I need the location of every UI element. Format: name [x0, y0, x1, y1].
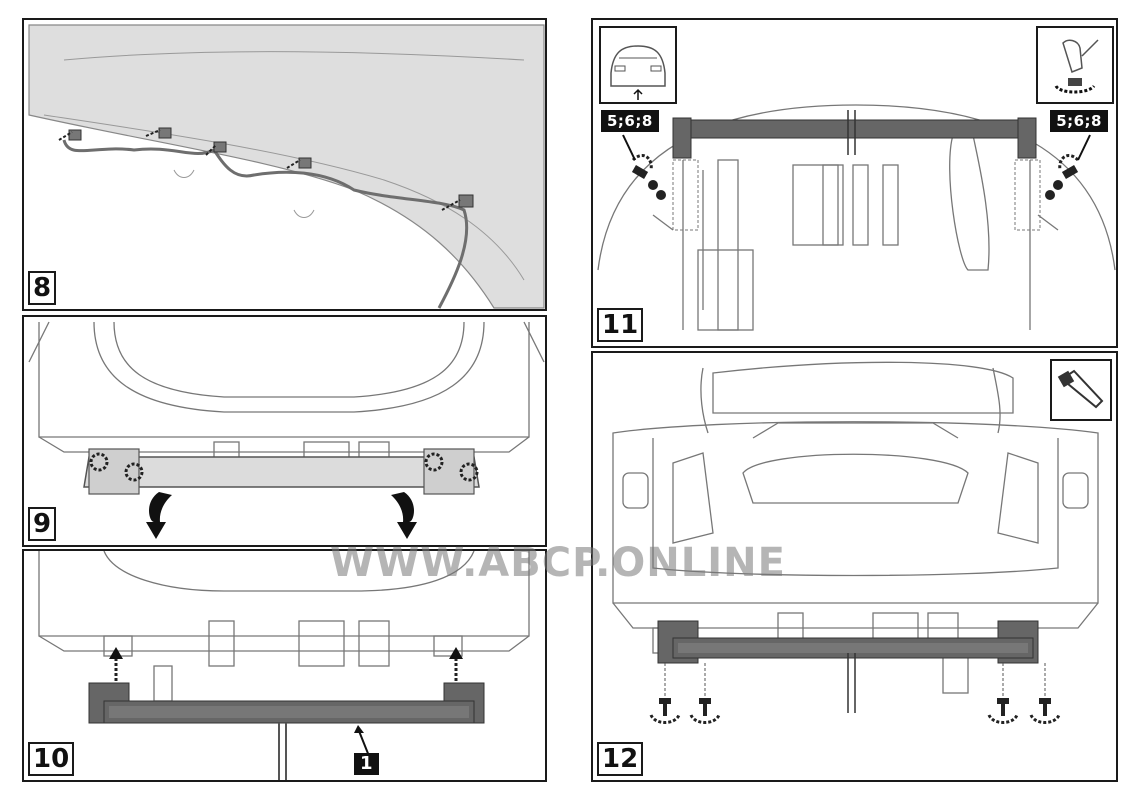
panel-step-8: 8 — [22, 18, 547, 311]
socket-wrench-icon — [1057, 369, 1104, 409]
trunk-bolt-install-diagram — [612, 361, 1099, 724]
bolt-removal-diagram — [597, 104, 1116, 331]
panel-step-11: 5;6;8 5;6;8 11 — [591, 18, 1118, 348]
watermark: WWW.ABCP.ONLINE — [330, 540, 786, 586]
step-number-10: 10 — [28, 742, 75, 776]
bolt-icon — [631, 165, 1079, 200]
car-rear-inset — [599, 26, 677, 104]
fastener-label-right: 5;6;8 — [1050, 110, 1108, 132]
hand-tool-inset — [1036, 26, 1114, 104]
step-number-12: 12 — [597, 742, 644, 776]
rotate-arrow-icon — [649, 714, 1061, 724]
step-number-9: 9 — [28, 507, 57, 541]
step-number-8: 8 — [28, 271, 57, 305]
wiring-harness-diagram — [24, 20, 545, 309]
panel-step-10: 1 10 — [22, 549, 547, 782]
fastener-label-left: 5;6;8 — [601, 110, 659, 132]
hand-tool-icon — [1054, 39, 1099, 94]
part-number-tag: 1 — [354, 753, 379, 775]
up-arrow-icon — [114, 656, 458, 681]
panel-step-12: 12 — [591, 351, 1118, 782]
connector-icon — [68, 127, 474, 208]
panel-step-9: 9 — [22, 315, 547, 547]
step-number-11: 11 — [597, 308, 644, 342]
crossbar-removal-diagram — [28, 321, 545, 539]
bolt-icon — [659, 698, 1051, 716]
car-rear-icon — [610, 45, 666, 100]
crossbar-install-diagram — [38, 551, 530, 780]
down-arrow-icon — [146, 492, 417, 539]
rotate-arrow-icon — [89, 452, 479, 482]
rotate-arrow-icon — [631, 154, 1080, 171]
socket-wrench-inset — [1050, 359, 1112, 421]
